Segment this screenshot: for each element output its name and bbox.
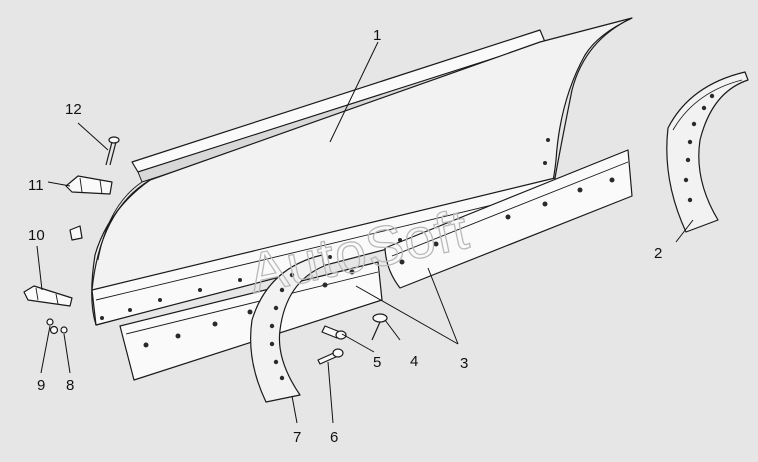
callout-6: 6: [330, 429, 338, 446]
callout-8: 8: [66, 377, 74, 394]
callout-4: 4: [410, 353, 418, 370]
carriage-bolt: [371, 313, 388, 341]
callout-12: 12: [65, 101, 82, 118]
callout-10: 10: [28, 227, 45, 244]
callout-3: 3: [460, 355, 468, 372]
pin: [105, 136, 120, 166]
leader-lines: [36, 41, 694, 424]
bracket-lower: [23, 225, 83, 307]
bolt-6: [317, 348, 344, 365]
end-plate-left: [250, 254, 325, 403]
callout-5: 5: [373, 354, 381, 371]
callout-11: 11: [28, 177, 44, 194]
bolt-5: [321, 325, 347, 340]
callout-7: 7: [293, 429, 301, 446]
cutting-edge-right: [384, 149, 633, 289]
moldboard-blade: [91, 17, 633, 326]
callout-2: 2: [654, 245, 662, 262]
callout-9: 9: [37, 377, 45, 394]
end-plate-right: [666, 71, 749, 233]
bracket-upper: [65, 175, 113, 195]
callout-1: 1: [373, 27, 381, 44]
washer-nut: [46, 318, 68, 335]
callouts: 1 2 3 4 5 6 7 8 9 10 11 12: [28, 27, 662, 446]
